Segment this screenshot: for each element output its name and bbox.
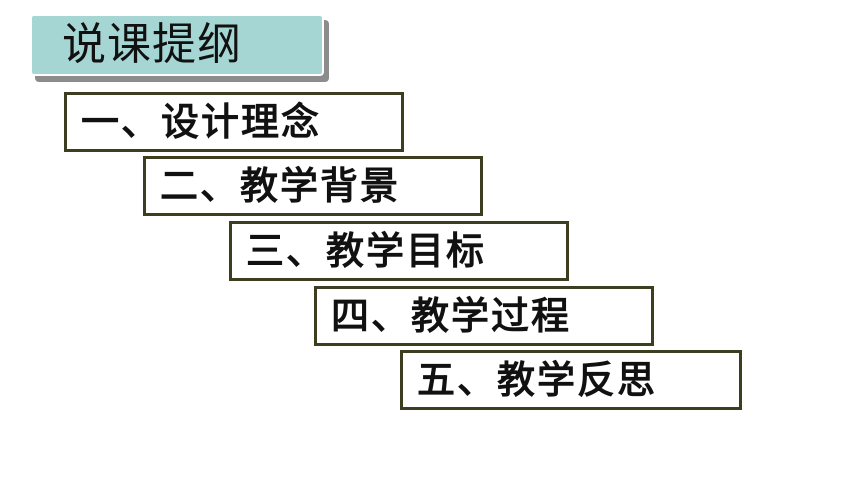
- step-teaching-objectives: 三、教学目标: [229, 221, 569, 281]
- step-design-concept: 一、设计理念: [64, 92, 404, 152]
- step-teaching-reflection: 五、教学反思: [400, 350, 742, 410]
- step-teaching-process: 四、教学过程: [314, 286, 654, 346]
- step-teaching-background: 二、教学背景: [143, 156, 483, 216]
- title-banner: 说课提纲 说课提纲: [30, 14, 326, 86]
- title-box: 说课提纲: [30, 14, 324, 76]
- page-title: 说课提纲: [62, 19, 242, 70]
